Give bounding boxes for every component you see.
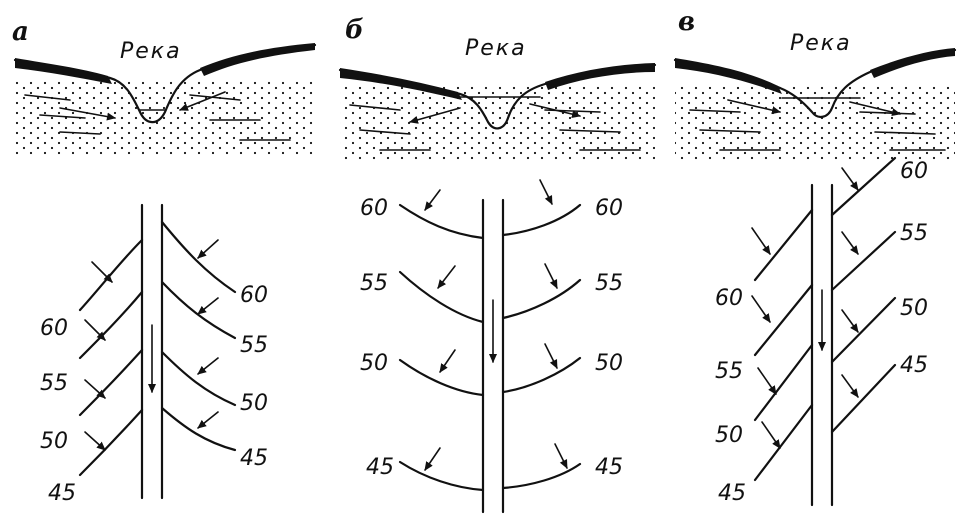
isolines-left-c: 60 55 50 45 <box>715 208 814 506</box>
iso-label-right-c-60: 60 <box>900 159 928 184</box>
isolines-left-a: 60 55 50 45 <box>40 238 144 506</box>
river-label-a: Река <box>120 39 182 64</box>
panel-letter-a: а <box>12 17 29 47</box>
river-plan-a <box>140 203 164 500</box>
panel-letter-c: в <box>678 7 695 37</box>
iso-label-right-b-45: 45 <box>595 455 623 480</box>
iso-label-right-a-45: 45 <box>240 446 268 471</box>
aquifer-dots-c <box>675 85 955 160</box>
panel-c: в Река <box>673 7 957 507</box>
iso-label-right-a-50: 50 <box>240 391 268 416</box>
panel-b: б Река <box>338 15 657 514</box>
cross-section-b <box>338 63 657 160</box>
iso-label-right-c-50: 50 <box>900 296 928 321</box>
iso-label-right-a-60: 60 <box>240 283 268 308</box>
isolines-right-c: 60 55 50 45 <box>830 156 928 434</box>
river-plan-c <box>810 183 834 507</box>
panel-letter-b: б <box>345 15 364 45</box>
iso-label-left-c-60: 60 <box>715 286 743 311</box>
iso-label-left-b-55: 55 <box>360 271 388 296</box>
aquifer-dots-a <box>15 80 315 155</box>
iso-label-right-b-50: 50 <box>595 351 623 376</box>
isolines-right-a: 60 55 50 45 <box>160 220 268 471</box>
river-label-c: Река <box>790 31 852 56</box>
iso-label-left-c-45: 45 <box>718 481 746 506</box>
panel-a: а Река <box>12 17 317 506</box>
iso-label-right-a-55: 55 <box>240 333 268 358</box>
iso-label-left-b-60: 60 <box>360 196 388 221</box>
iso-label-left-a-45: 45 <box>48 481 76 506</box>
river-plan-b <box>481 198 505 514</box>
iso-label-right-c-45: 45 <box>900 353 928 378</box>
iso-label-left-a-55: 55 <box>40 371 68 396</box>
river-label-b: Река <box>465 36 527 61</box>
iso-label-right-b-55: 55 <box>595 271 623 296</box>
cross-section-c <box>673 48 957 160</box>
cross-section-a <box>13 43 317 155</box>
iso-label-left-b-50: 50 <box>360 351 388 376</box>
iso-label-left-a-60: 60 <box>40 316 68 341</box>
iso-label-right-b-60: 60 <box>595 196 623 221</box>
iso-label-left-c-50: 50 <box>715 423 743 448</box>
iso-label-right-c-55: 55 <box>900 221 928 246</box>
iso-label-left-a-50: 50 <box>40 429 68 454</box>
iso-label-left-b-45: 45 <box>366 455 394 480</box>
isolines-left-b: 60 55 50 45 <box>360 189 485 492</box>
isolines-right-b: 60 55 50 45 <box>501 179 623 490</box>
iso-label-left-c-55: 55 <box>715 359 743 384</box>
